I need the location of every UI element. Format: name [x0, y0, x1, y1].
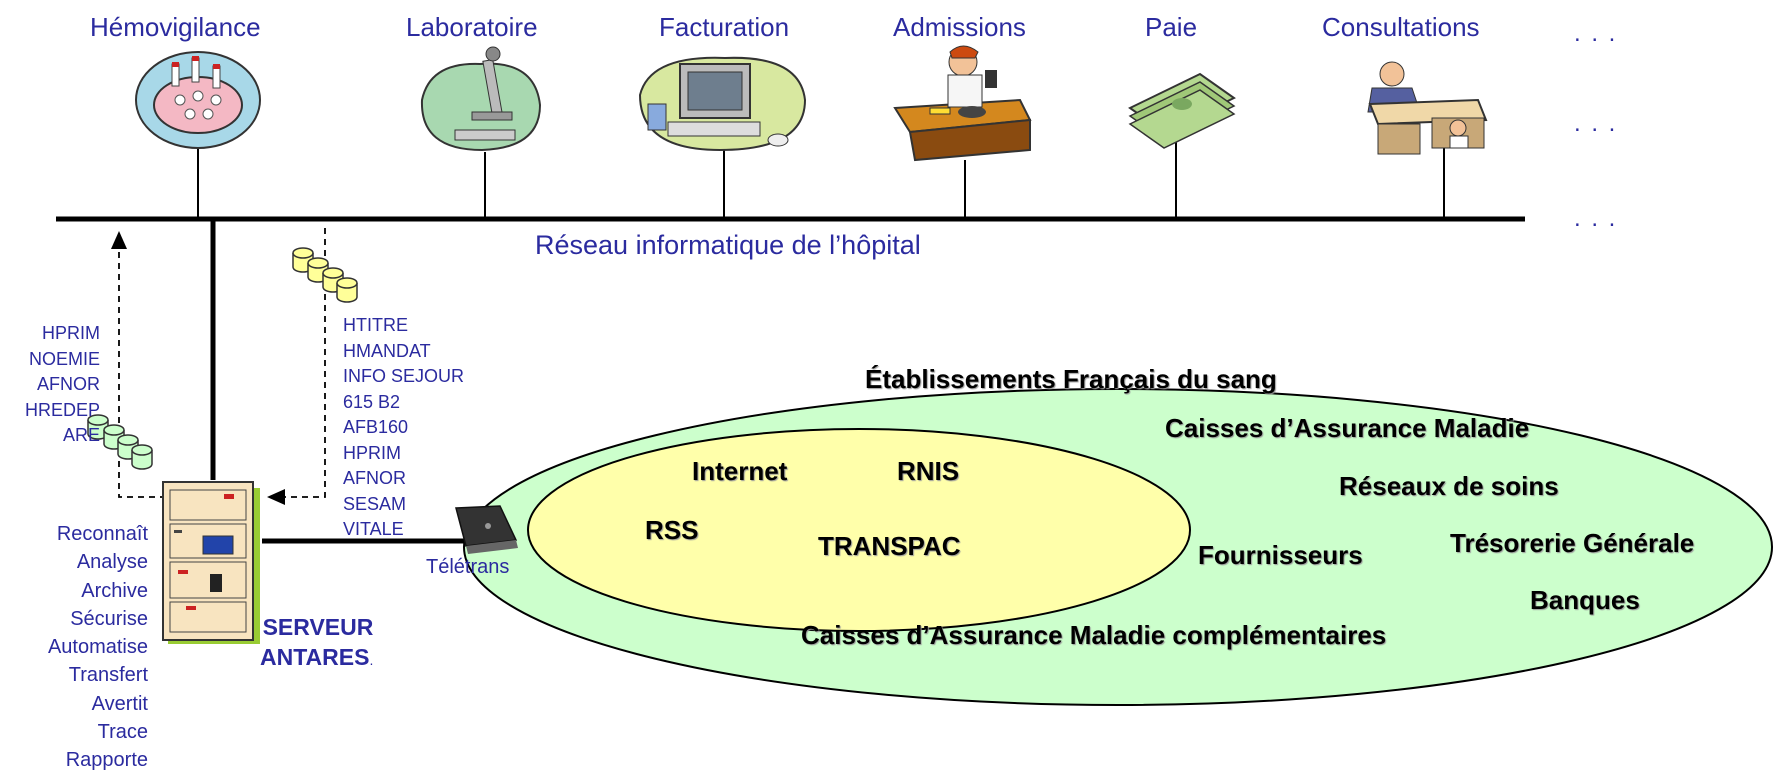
protocol-item: HPRIM: [343, 442, 401, 463]
network-internet: Internet: [692, 456, 788, 486]
outgoing-arrowhead: [111, 231, 127, 249]
protocol-item: INFO SEJOUR: [343, 366, 465, 386]
more-departments-ellipsis: . . .: [1574, 20, 1618, 47]
protocol-item: NOEMIE: [28, 348, 100, 369]
dept-label-laboratoire: Laboratoire: [406, 12, 538, 42]
action-item: Automatise: [47, 636, 148, 659]
protocol-item: AFB160: [343, 417, 409, 437]
partner-reseaux-soins: Réseaux de soins: [1339, 471, 1559, 501]
blood-sample-icon: [135, 51, 261, 149]
protocol-item: VITALE: [343, 519, 404, 539]
office-desk-icon: [1367, 61, 1488, 155]
action-item: Sécurise: [70, 607, 148, 630]
outgoing-flow-arrow: [118, 240, 166, 498]
server-actions-list: Reconnaît Analyse Archive Sécurise Autom…: [10, 520, 148, 775]
network-rss: RSS: [645, 515, 699, 545]
dept-label-hemovigilance: Hémovigilance: [90, 12, 261, 42]
money-icon: [1128, 72, 1236, 149]
teletrans-modem-icon: [455, 505, 518, 554]
action-item: Analyse: [76, 551, 148, 574]
server-label-line2: ANTARES: [260, 644, 370, 670]
department-connectors: [197, 142, 1445, 219]
protocol-item: HREDEP: [24, 399, 100, 420]
dept-label-admissions: Admissions: [893, 12, 1026, 42]
server-label: SERVEUR ANTARES.: [260, 612, 373, 675]
more-network-ellipsis: . . .: [1574, 205, 1618, 232]
dept-label-consultations: Consultations: [1322, 12, 1480, 42]
action-item: Archive: [81, 579, 148, 602]
partner-cam: Caisses d’Assurance Maladie: [1165, 413, 1530, 443]
protocol-item: AFNOR: [37, 374, 100, 394]
protocol-item: HMANDAT: [343, 340, 431, 361]
protocol-item: 615 B2: [343, 391, 401, 412]
partner-tresorerie: Trésorerie Générale: [1450, 528, 1695, 558]
action-item: Avertit: [91, 692, 148, 715]
network-transpac: TRANSPAC: [818, 531, 961, 561]
teletrans-label: Télétrans: [426, 556, 510, 578]
database-stack-left-icon: [87, 414, 153, 470]
action-item: Reconnaît: [56, 523, 148, 545]
protocol-item: HPRIM: [42, 323, 100, 343]
partner-fournisseurs: Fournisseurs: [1198, 540, 1363, 570]
action-item: Transfert: [68, 664, 148, 687]
partner-banques: Banques: [1530, 585, 1640, 615]
outgoing-protocol-list: HPRIM NOEMIE AFNOR HREDEP ARE: [8, 321, 100, 449]
action-item: Rapporte: [65, 749, 148, 772]
partner-efs: Établissements Français du sang: [865, 364, 1277, 394]
receptionist-icon: [893, 45, 1032, 162]
protocol-item: ARE: [62, 425, 100, 445]
protocol-item: SESAM: [343, 493, 407, 514]
database-stack-icon: [292, 247, 358, 303]
server-label-line1: SERVEUR: [262, 614, 374, 640]
computer-icon: [638, 56, 807, 152]
server-label-suffix: .: [369, 652, 374, 668]
microscope-icon: [420, 46, 542, 152]
incoming-protocol-list: HTITRE HMANDAT INFO SEJOUR 615 B2 AFB160…: [343, 313, 464, 543]
network-label: Réseau informatique de l’hôpital: [535, 230, 921, 260]
networks-ellipse: [527, 428, 1191, 632]
partner-camc: Caisses d’Assurance Maladie complémentai…: [801, 620, 1387, 650]
protocol-item: HTITRE: [343, 315, 408, 335]
more-icons-ellipsis: . . .: [1574, 110, 1618, 137]
protocol-item: AFNOR: [343, 468, 406, 488]
incoming-arrowhead: [267, 489, 285, 505]
network-rnis: RNIS: [897, 456, 960, 486]
dept-label-facturation: Facturation: [659, 12, 790, 42]
server-cabinet-icon: [162, 481, 260, 644]
action-item: Trace: [97, 721, 148, 744]
dept-label-paie: Paie: [1145, 12, 1198, 42]
incoming-flow-arrow: [276, 228, 326, 498]
